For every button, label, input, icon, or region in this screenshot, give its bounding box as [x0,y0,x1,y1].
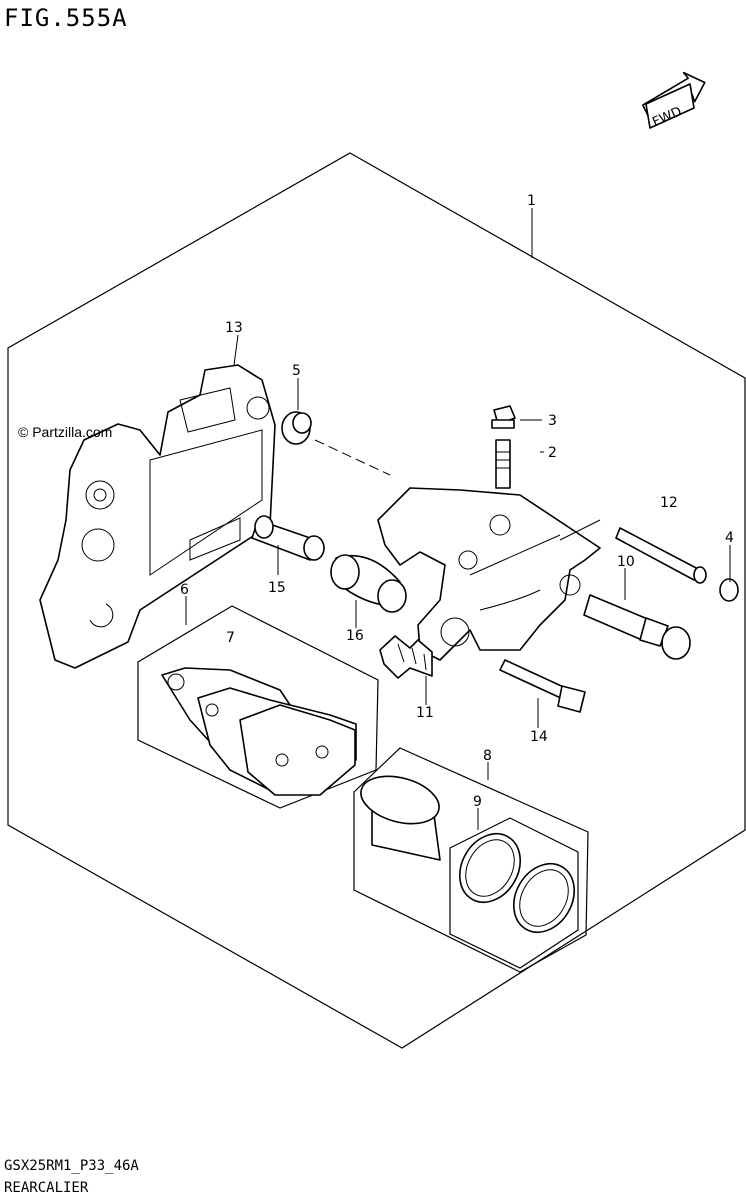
caliper-body[interactable] [377,487,601,661]
figure-caption: REARCALIER [4,1180,89,1196]
part-12-pin[interactable] [615,527,707,584]
part-2-bleeder-valve[interactable] [495,439,511,489]
part-16-boot[interactable] [330,554,407,613]
callout-5[interactable]: 5 [292,363,301,379]
part-9-seals[interactable] [448,823,586,943]
callout-14[interactable]: 14 [530,729,548,745]
callout-12[interactable]: 12 [660,495,678,511]
callout-8[interactable]: 8 [483,748,492,764]
piston[interactable] [356,768,445,861]
callout-16[interactable]: 16 [346,628,364,644]
assembly-boundary [7,152,746,1049]
part-3-bleeder-cap[interactable] [491,405,516,429]
callout-9[interactable]: 9 [473,794,482,810]
part-7-pads[interactable] [161,667,357,796]
part-10-bolt[interactable] [583,594,691,660]
callout-13[interactable]: 13 [225,320,243,336]
callout-4[interactable]: 4 [725,530,734,546]
part-8-box [353,747,589,973]
callout-1[interactable]: 1 [527,193,536,209]
part-9-box [449,817,579,969]
figure-code: GSX25RM1_P33_46A [4,1158,139,1174]
callout-10[interactable]: 10 [617,554,635,570]
callout-6[interactable]: 6 [180,582,189,598]
part-15-sleeve[interactable] [251,515,325,561]
figure-title: FIG.555A [4,4,128,32]
callout-3[interactable]: 3 [548,413,557,429]
part-13-bracket[interactable] [39,364,276,669]
part-4-plug[interactable] [719,578,739,602]
callout-2[interactable]: 2 [548,445,557,461]
callout-15[interactable]: 15 [268,580,286,596]
callout-11[interactable]: 11 [416,705,434,721]
fwd-arrow-icon[interactable]: FWD [640,71,708,131]
part-6-box [137,605,379,809]
watermark: © Partzilla.com [18,424,113,440]
part-5-boot[interactable] [281,411,312,445]
part-11-spring[interactable] [379,635,433,679]
part-14-bolt[interactable] [499,659,586,713]
callout-7[interactable]: 7 [226,630,235,646]
